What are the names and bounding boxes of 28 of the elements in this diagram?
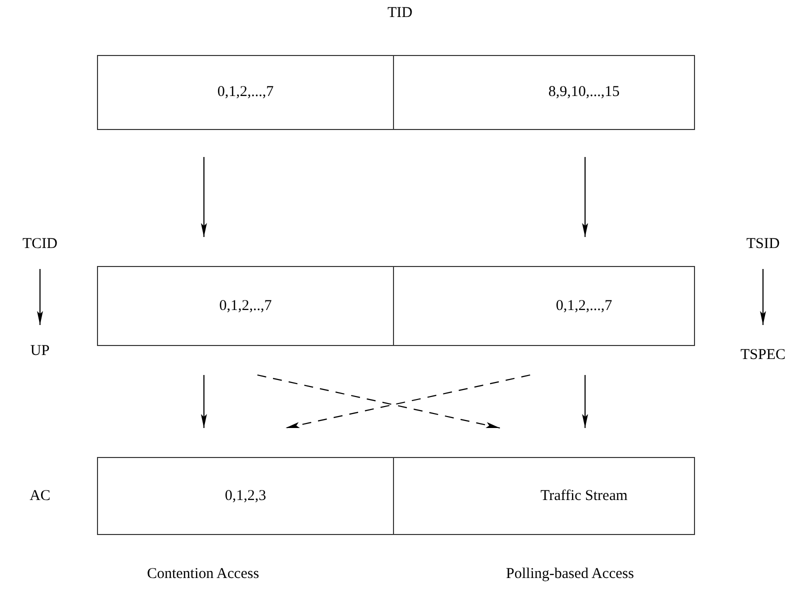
cell-text: 0,1,2,3: [224, 488, 266, 504]
table-cell: [97, 266, 394, 346]
row-label: Contention Access: [146, 566, 260, 583]
arrow: [582, 375, 588, 428]
dashed-arrow: [257, 374, 500, 429]
field-label: TSPEC: [740, 346, 786, 364]
field-label: UP: [30, 342, 50, 360]
table-cell: [393, 55, 695, 130]
field-label: TSID: [746, 236, 780, 252]
arrow: [37, 269, 43, 325]
arrow: [760, 269, 766, 325]
table-cell: [393, 266, 695, 346]
dashed-arrow: [285, 374, 530, 429]
cell-text: 0,1,2,...,7: [556, 298, 612, 314]
row-label: Polling-based Access: [506, 566, 634, 583]
arrow: [200, 375, 207, 428]
arrow: [200, 157, 207, 237]
cell-text: 0,1,2,..,7: [219, 298, 272, 314]
arrow: [582, 157, 588, 237]
field-label: TCID: [22, 236, 58, 252]
cell-text: Traffic Stream: [540, 488, 628, 504]
table-cell: [97, 457, 394, 535]
table-cell: [97, 55, 394, 130]
cell-text: 0,1,2,...,7: [217, 84, 274, 101]
cell-text: 8,9,10,...,15: [548, 84, 620, 101]
row-label: AC: [30, 488, 50, 505]
table-cell: [393, 457, 695, 535]
row-label: TID: [388, 5, 412, 22]
